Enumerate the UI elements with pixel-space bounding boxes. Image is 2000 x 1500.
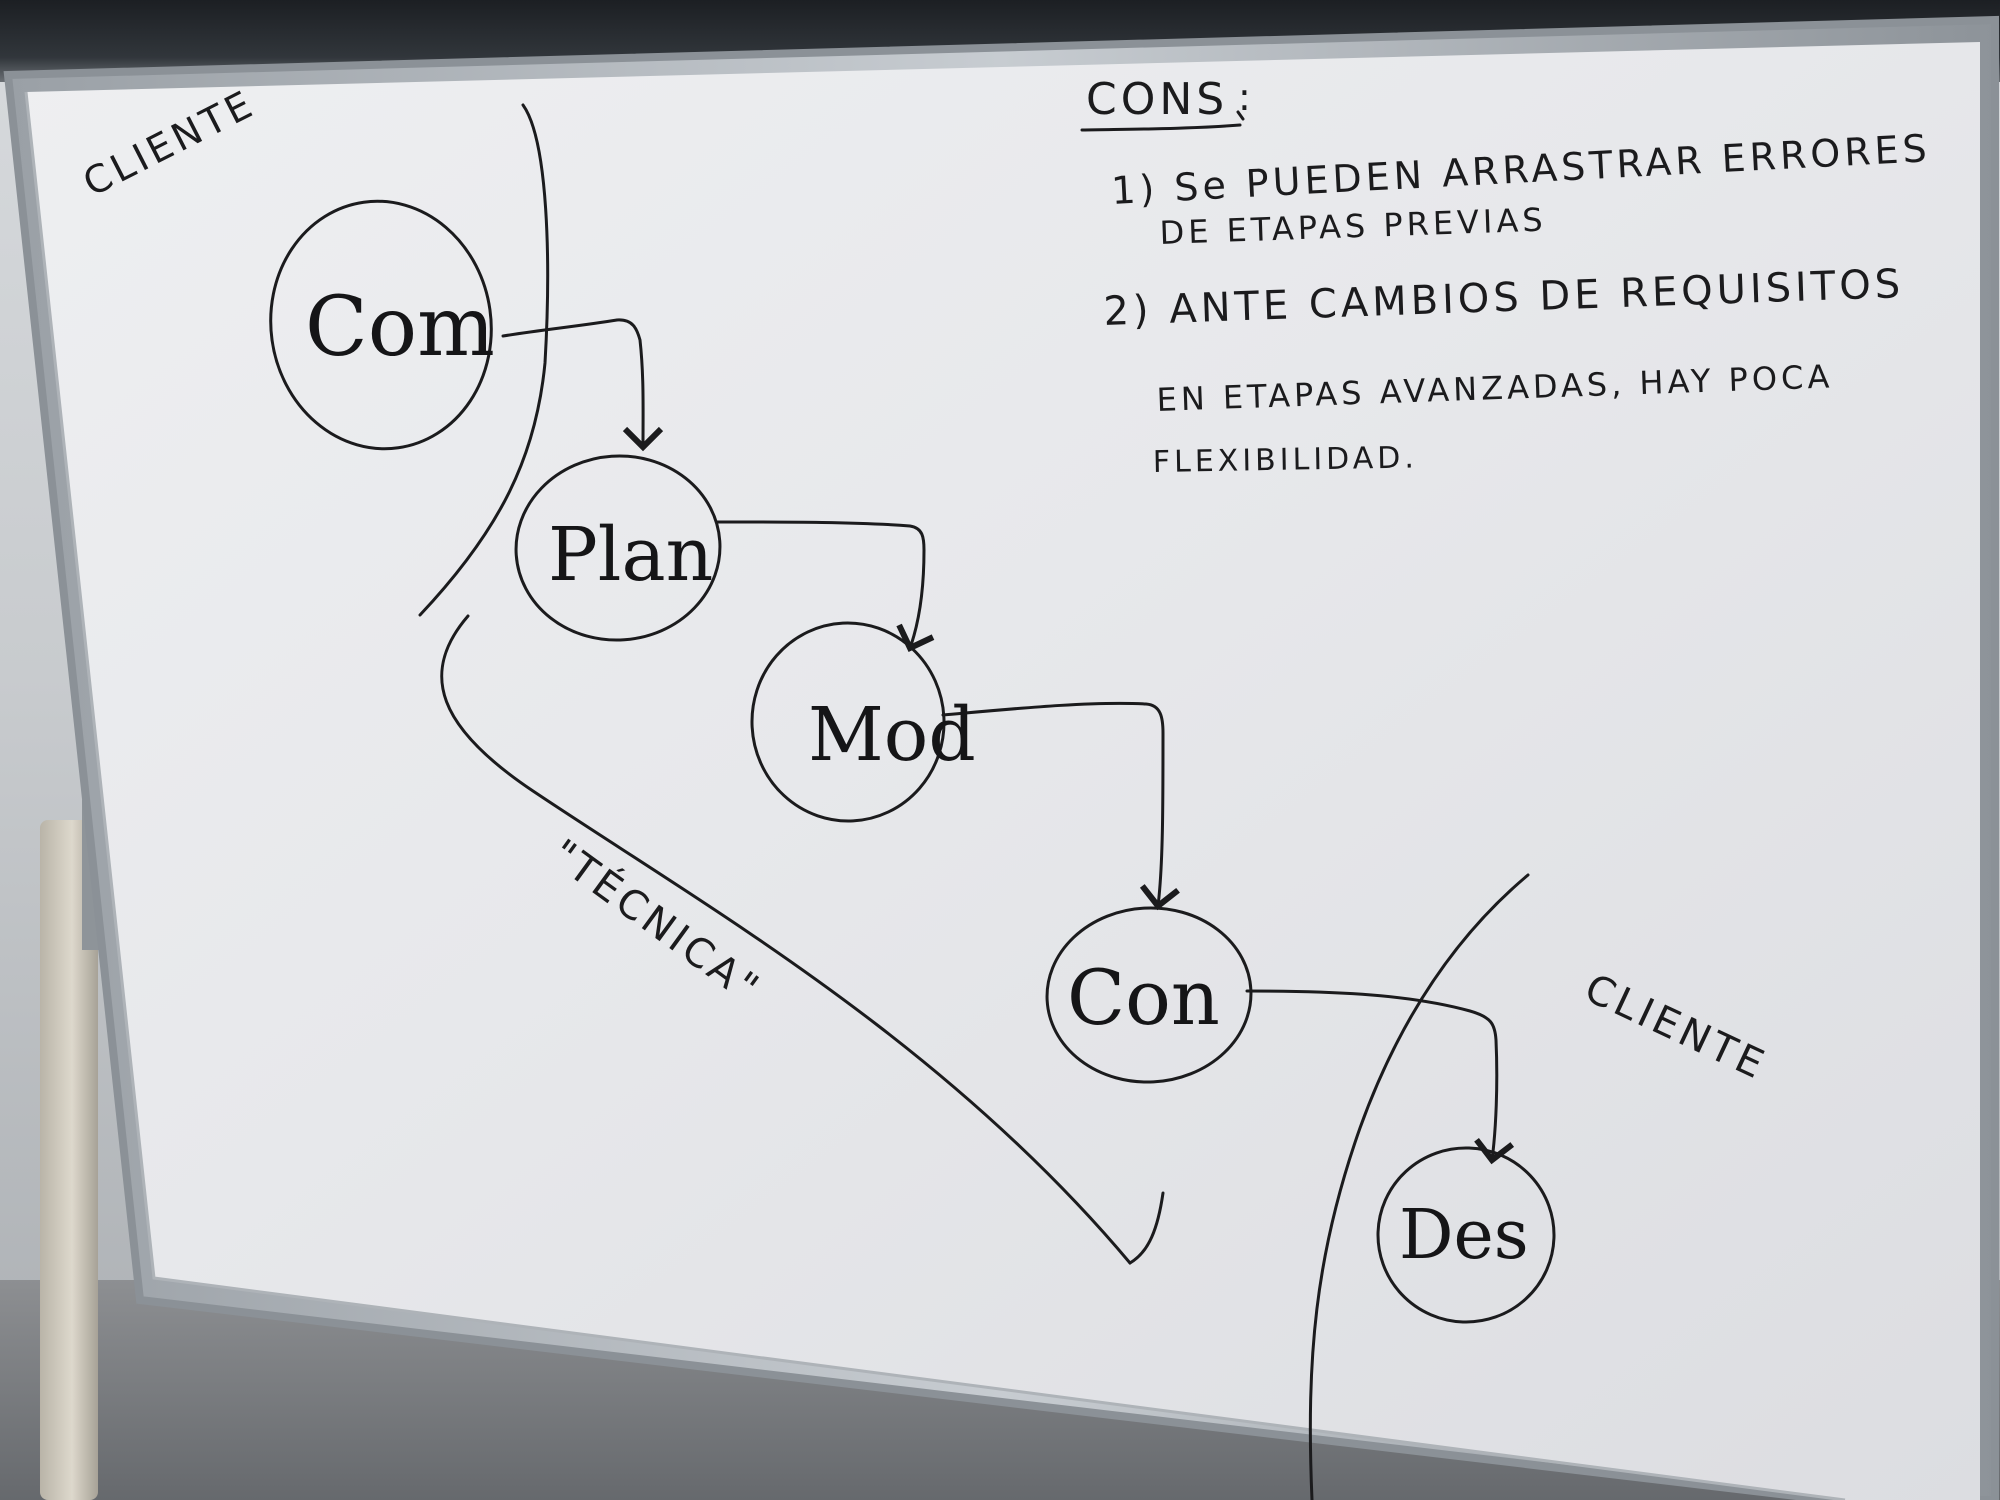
cons-title-underline	[1080, 123, 1242, 132]
node-plan-label: Plan	[548, 512, 713, 598]
tecnica-boundary-line	[440, 614, 1132, 1265]
arrow-com-to-plan	[501, 318, 664, 452]
node-com-label: Com	[305, 280, 495, 375]
cons-title: CONS	[1086, 74, 1228, 125]
arrow-mod-to-con	[941, 701, 1180, 911]
node-con-label: Con	[1067, 953, 1220, 1042]
cons-title-colon: :	[1238, 75, 1255, 119]
cons-title-dash	[1236, 110, 1245, 121]
node-mod-circle	[750, 621, 946, 823]
diagram-lines	[269, 103, 1556, 1500]
node-plan-circle	[514, 454, 722, 642]
tecnica-boundary-hook	[1128, 1191, 1165, 1265]
board-shadow-edge	[24, 91, 1846, 1500]
node-mod-label: Mod	[808, 692, 976, 778]
cons-item2-line3: FLEXIBILIDAD.	[1153, 440, 1419, 480]
cliente-bottom-boundary-line	[1308, 873, 1530, 1500]
node-des-circle	[1376, 1146, 1556, 1324]
arrow-plan-to-mod	[715, 520, 935, 652]
node-com-circle	[269, 199, 493, 451]
arrow-con-to-des	[1245, 989, 1515, 1165]
left-stand-leg	[40, 820, 98, 1500]
board-surface	[26, 42, 1980, 1500]
node-des-label: Des	[1399, 1196, 1529, 1275]
cliente-boundary-line	[418, 103, 550, 617]
